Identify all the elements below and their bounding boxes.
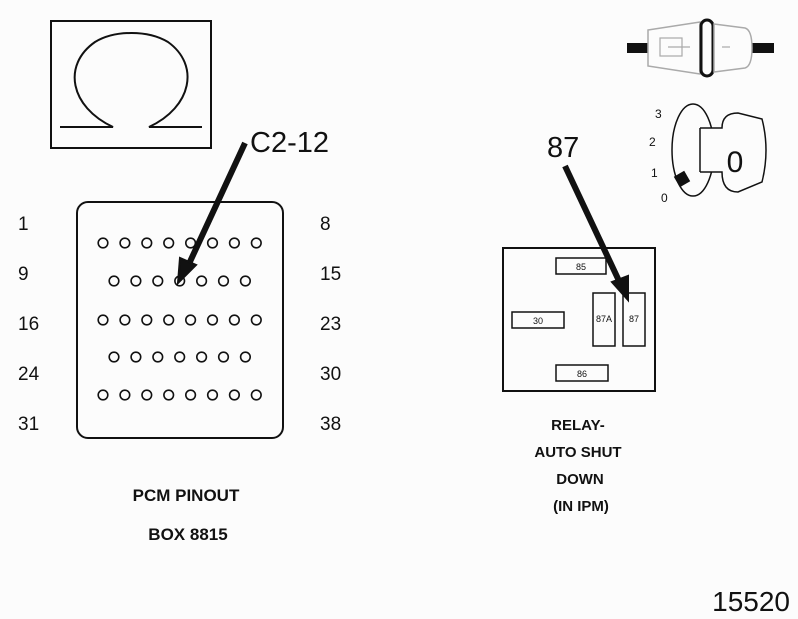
key-label: 0 [727,146,744,179]
pcm-pin-21 [206,314,219,326]
pcm-pin-13 [196,275,208,287]
pcm-pin-23 [250,314,262,326]
pcm-pin-8 [250,237,262,249]
pcm-pin-35 [185,389,197,401]
pcm-pin-18 [141,314,153,326]
terminal-86-label: 86 [577,369,587,379]
pcm-pin-15 [239,275,251,287]
pcm-connector [76,201,284,439]
pcm-pin-grid [97,237,262,401]
row-4-start: 24 [18,364,40,385]
pcm-pin-28 [196,351,208,363]
terminal-85-label: 85 [576,262,586,272]
relay-caption-line2: AUTO SHUT [534,444,621,461]
pcm-pin-20 [185,314,197,326]
terminal-87a [592,292,616,347]
relay-caption-line4: (IN IPM) [553,498,609,515]
terminal-87a-label: 87A [596,314,612,324]
pcm-pin-6 [206,237,219,249]
relay-caption-line3: DOWN [556,471,604,488]
terminal-30-label: 30 [533,316,543,326]
key-position-0: 0 [661,191,668,205]
row-4-end: 30 [320,364,341,385]
key-position-1: 1 [651,166,658,180]
pcm-pin-17 [119,314,131,326]
c2-12-arrow [176,141,248,286]
pcm-caption-line2: BOX 8815 [148,525,227,544]
pcm-pin-10 [130,275,142,287]
ohm-symbol [50,20,212,149]
pcm-pin-31 [97,389,109,401]
ignition-key-icon [671,103,767,197]
relay-box [502,247,656,392]
row-1-end: 8 [320,214,331,235]
key-position-2: 2 [649,135,656,149]
key-position-3: 3 [655,107,662,121]
87-callout: 87 [547,132,579,164]
row-2-end: 15 [320,264,341,285]
pcm-pin-32 [119,389,131,401]
relay-caption-line1: RELAY- [551,417,605,434]
pcm-pin-3 [141,237,153,249]
pcm-pin-24 [108,351,120,363]
pcm-pin-22 [228,314,240,326]
pcm-pin-7 [228,237,240,249]
pcm-pin-19 [163,314,175,326]
row-2-start: 9 [18,264,29,285]
pcm-pin-33 [141,389,153,401]
terminal-85 [555,257,607,275]
pcm-caption-line1: PCM PINOUT [133,486,240,505]
pcm-pin-34 [163,389,175,401]
ignition-connector-icon [627,18,774,78]
terminal-86 [555,364,609,382]
pcm-pin-1 [97,237,109,249]
87-arrow [562,164,629,303]
pcm-pin-27 [174,351,186,363]
pcm-pin-14 [217,275,230,287]
pcm-pin-29 [217,351,230,363]
pcm-pin-11 [152,275,164,287]
terminal-87 [622,292,646,347]
terminal-87-label: 87 [629,314,639,324]
pcm-pin-26 [152,351,164,363]
row-3-start: 16 [18,314,39,335]
c2-12-callout: C2-12 [250,127,329,159]
pcm-pin-30 [239,351,251,363]
row-5-end: 38 [320,414,341,435]
pcm-pin-25 [130,351,142,363]
pcm-pin-38 [250,389,262,401]
pcm-pin-2 [119,237,131,249]
row-5-start: 31 [18,414,39,435]
pcm-pin-37 [228,389,240,401]
figure-number: 15520 [712,586,790,617]
pcm-pin-4 [163,237,175,249]
terminal-30 [511,311,565,329]
pcm-pin-9 [108,275,120,287]
pcm-pin-16 [97,314,109,326]
row-1-start: 1 [18,214,29,235]
row-3-end: 23 [320,314,341,335]
pcm-pin-36 [206,389,219,401]
